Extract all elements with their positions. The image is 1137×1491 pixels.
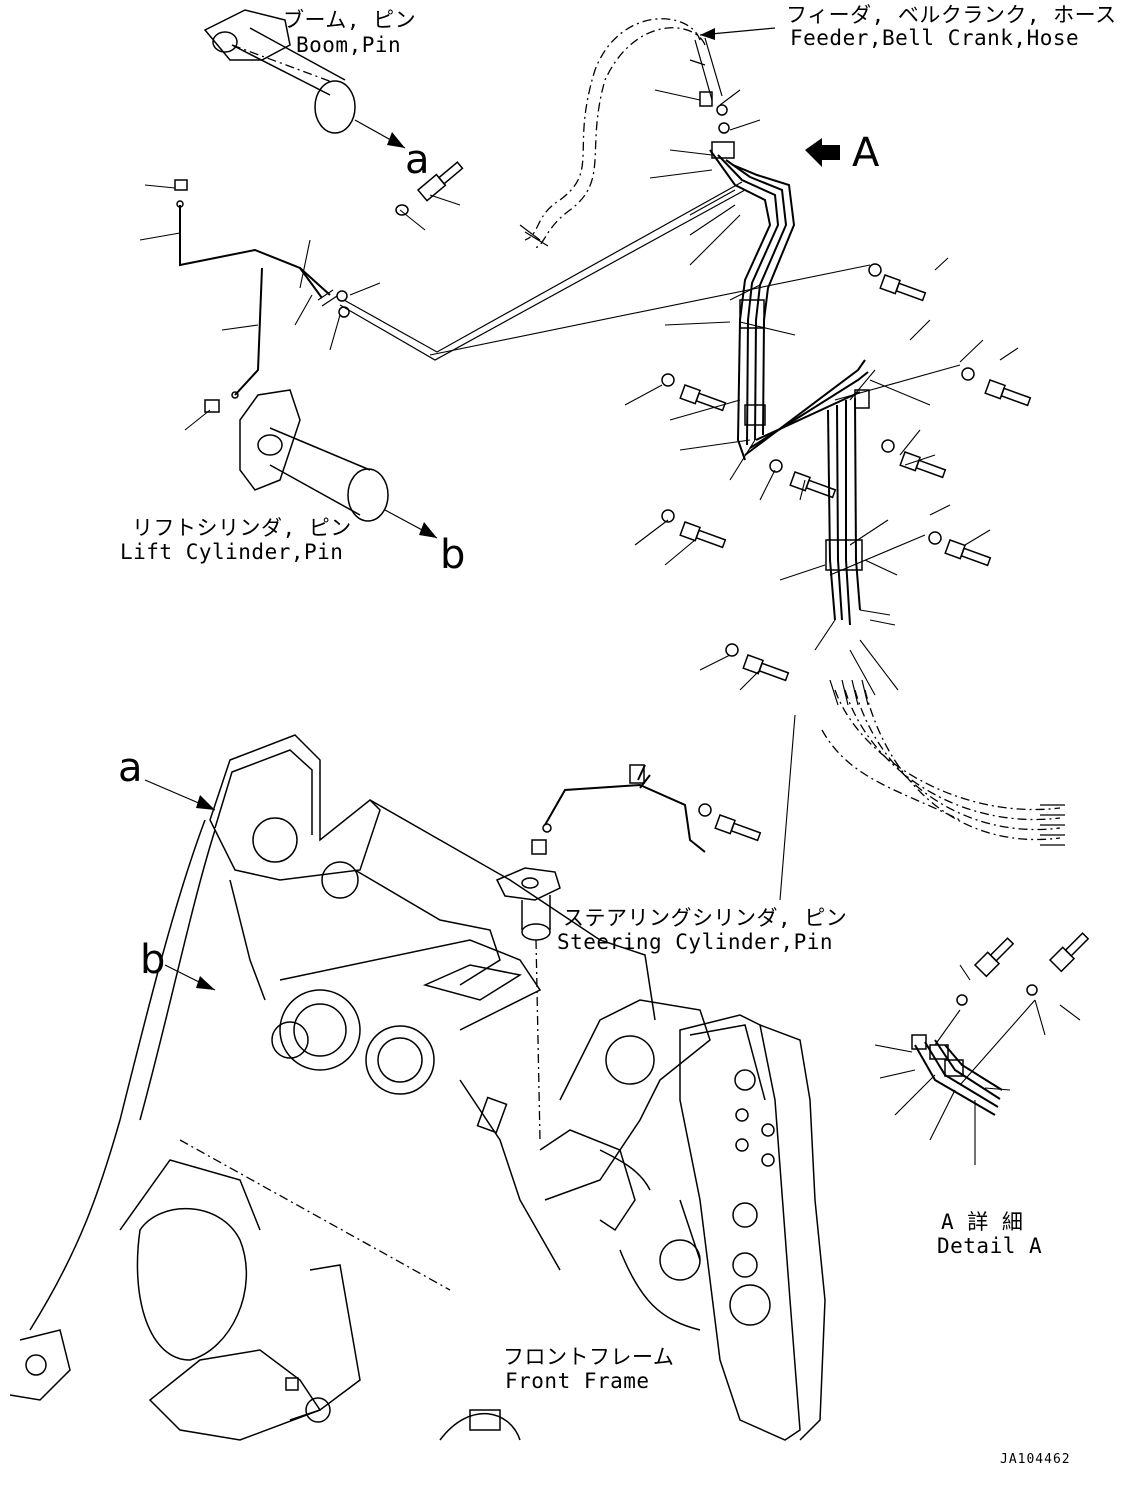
hoses-lower-right	[821, 679, 1065, 846]
pipe-bundle	[699, 91, 870, 626]
detail-a-label-jp: A 詳 細	[941, 1210, 1024, 1234]
steering-cylinder-label-en: Steering Cylinder,Pin	[557, 930, 834, 954]
long-hose	[339, 189, 746, 361]
front-frame-label-en: Front Frame	[505, 1369, 650, 1393]
steering-cylinder-label-jp: ステアリングシリンダ, ピン	[563, 906, 848, 930]
view-a-callout: A	[852, 130, 880, 176]
reference-arrows	[144, 27, 776, 991]
boom-pin	[203, 9, 356, 134]
view-a-arrow-icon	[805, 138, 840, 167]
front-frame	[9, 734, 826, 1441]
lube-tubes-left	[174, 179, 338, 413]
ref-a-boom: a	[405, 137, 431, 183]
lift-cylinder-pin	[239, 389, 389, 522]
ref-b-frame: b	[140, 937, 166, 983]
feeder-label-jp: フィーダ, ベルクランク, ホース	[786, 3, 1117, 27]
bolts-washers	[336, 161, 1032, 842]
feeder-label-en: Feeder,Bell Crank,Hose	[790, 26, 1080, 50]
boom-pin-label-jp: ブーム, ピン	[283, 8, 417, 32]
front-frame-label-jp: フロントフレーム	[503, 1345, 675, 1369]
feeder-hose	[519, 18, 723, 249]
detail-a-label-en: Detail A	[937, 1234, 1043, 1258]
detail-a	[874, 932, 1090, 1165]
ref-b-lift: b	[440, 532, 466, 578]
leader-lines	[139, 89, 1019, 901]
lift-cylinder-label-en: Lift Cylinder,Pin	[120, 540, 344, 564]
lift-cylinder-label-jp: リフトシリンダ, ピン	[132, 516, 352, 540]
boom-pin-label-en: Boom,Pin	[296, 33, 402, 57]
drawing-code: JA104462	[1000, 1452, 1071, 1467]
ref-a-frame: a	[118, 745, 144, 791]
steering-cylinder-pin	[495, 764, 706, 1141]
